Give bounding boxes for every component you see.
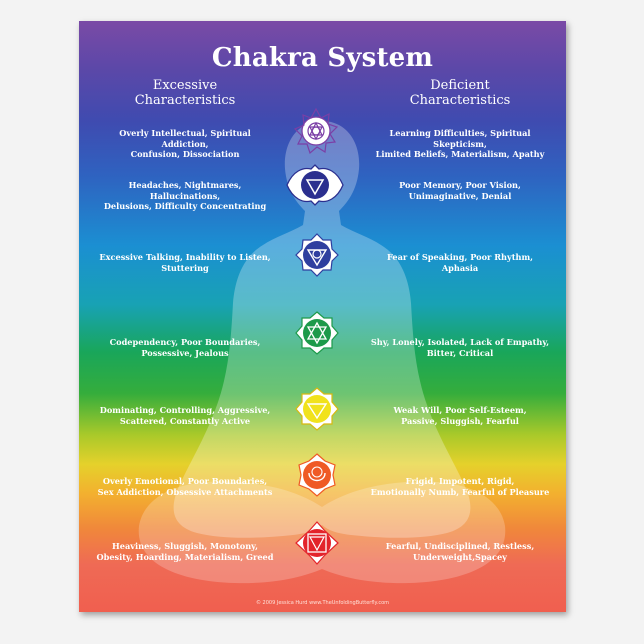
throat-excessive-text: Excessive Talking, Inability to Listen,S… xyxy=(99,252,271,273)
copyright-credit: © 2009 Jessica Hurd www.TheUnfoldingButt… xyxy=(255,600,390,606)
solar-plexus-deficient-text: Weak Will, Poor Self-Esteem,Passive, Slu… xyxy=(393,405,527,426)
chakra-poster: Chakra System Excessive Characteristics … xyxy=(79,21,566,612)
solar-plexus-chakra-icon xyxy=(295,387,339,431)
sacral-chakra-icon xyxy=(298,453,336,497)
heart-chakra-icon xyxy=(295,311,339,355)
heart-deficient-text: Shy, Lonely, Isolated, Lack of Empathy,B… xyxy=(370,337,550,358)
crown-deficient-text: Learning Difficulties, Spiritual Skeptic… xyxy=(375,128,545,159)
third-eye-deficient-text: Poor Memory, Poor Vision,Unimaginative, … xyxy=(399,180,521,201)
poster-title: Chakra System xyxy=(211,43,434,73)
sacral-deficient-text: Frigid, Impotent, Rigid,Emotionally Numb… xyxy=(370,476,550,497)
solar-plexus-excessive-text: Dominating, Controlling, Aggressive,Scat… xyxy=(99,405,271,426)
throat-chakra-icon xyxy=(295,233,339,277)
root-chakra-icon xyxy=(295,521,339,565)
crown-excessive-text: Overly Intellectual, Spiritual Addiction… xyxy=(119,128,251,159)
heart-excessive-text: Codependency, Poor Boundaries,Possessive… xyxy=(109,337,261,358)
crown-chakra-icon xyxy=(293,107,339,155)
throat-deficient-text: Fear of Speaking, Poor Rhythm, Aphasia xyxy=(387,252,533,273)
third-eye-excessive-text: Headaches, Nightmares, Hallucinations,De… xyxy=(103,180,267,211)
root-excessive-text: Heaviness, Sluggish, Monotony,Obesity, H… xyxy=(96,541,274,562)
deficient-heading: Deficient Characteristics xyxy=(409,78,511,108)
excessive-heading: Excessive Characteristics xyxy=(134,78,236,108)
third-eye-chakra-icon xyxy=(286,164,344,206)
root-deficient-text: Fearful, Undisciplined, Restless,Underwe… xyxy=(385,541,535,562)
sacral-excessive-text: Overly Emotional, Poor Boundaries,Sex Ad… xyxy=(97,476,273,497)
